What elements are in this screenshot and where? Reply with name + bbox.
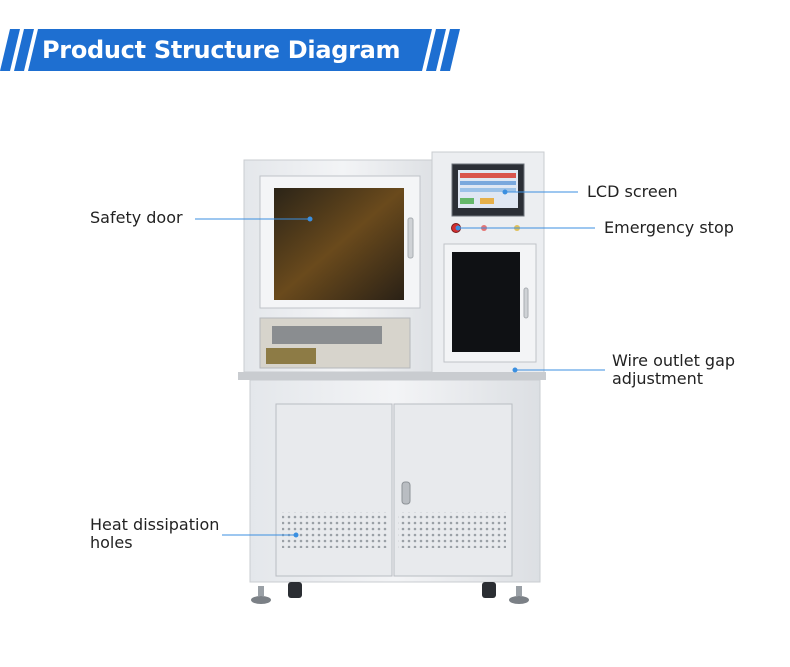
banner-stripe [0, 29, 20, 71]
label-emergency-stop: Emergency stop [604, 218, 734, 237]
label-wire-outlet-line1: Wire outlet gap [612, 351, 736, 370]
machine-illustration [238, 151, 546, 604]
lcd-bar [460, 188, 516, 192]
label-heat-line2: holes [90, 533, 133, 552]
base-door-right [393, 403, 513, 577]
banner-stripe [426, 29, 446, 71]
lower-window-glass [452, 252, 520, 352]
header-banner [0, 29, 460, 71]
leveling-foot [516, 586, 522, 596]
page-title: Product Structure Diagram [42, 36, 401, 64]
heat-holes-left [282, 512, 388, 548]
countertop [238, 372, 546, 380]
safety-door-glass [274, 188, 404, 300]
caster [288, 582, 302, 598]
label-lcd-screen: LCD screen [587, 182, 678, 201]
leveling-foot-pad [509, 596, 529, 604]
window-handle [523, 287, 529, 319]
lcd-bar [480, 198, 494, 204]
emergency-stop-button [451, 223, 461, 233]
lcd-bar [460, 181, 516, 185]
wire-tray [266, 348, 316, 364]
base-door-left [275, 403, 393, 577]
door-lock [401, 481, 411, 505]
banner-stripe [14, 29, 34, 71]
caster [482, 582, 496, 598]
label-safety-door: Safety door [90, 208, 183, 227]
banner-body [28, 29, 432, 71]
label-heat-dissipation: Heat dissipation holes [90, 516, 219, 552]
leveling-foot-pad [251, 596, 271, 604]
indicator-light [481, 225, 487, 231]
heat-holes-right [398, 512, 506, 548]
mechanism [272, 326, 382, 344]
label-wire-outlet-line2: adjustment [612, 369, 703, 388]
indicator-light [514, 225, 520, 231]
label-heat-line1: Heat dissipation [90, 515, 220, 534]
lcd-bar [460, 173, 516, 178]
label-wire-outlet: Wire outlet gap adjustment [612, 352, 735, 388]
lcd-bar [460, 198, 474, 204]
banner-stripe [440, 29, 460, 71]
leveling-foot [258, 586, 264, 596]
door-handle [407, 217, 414, 259]
